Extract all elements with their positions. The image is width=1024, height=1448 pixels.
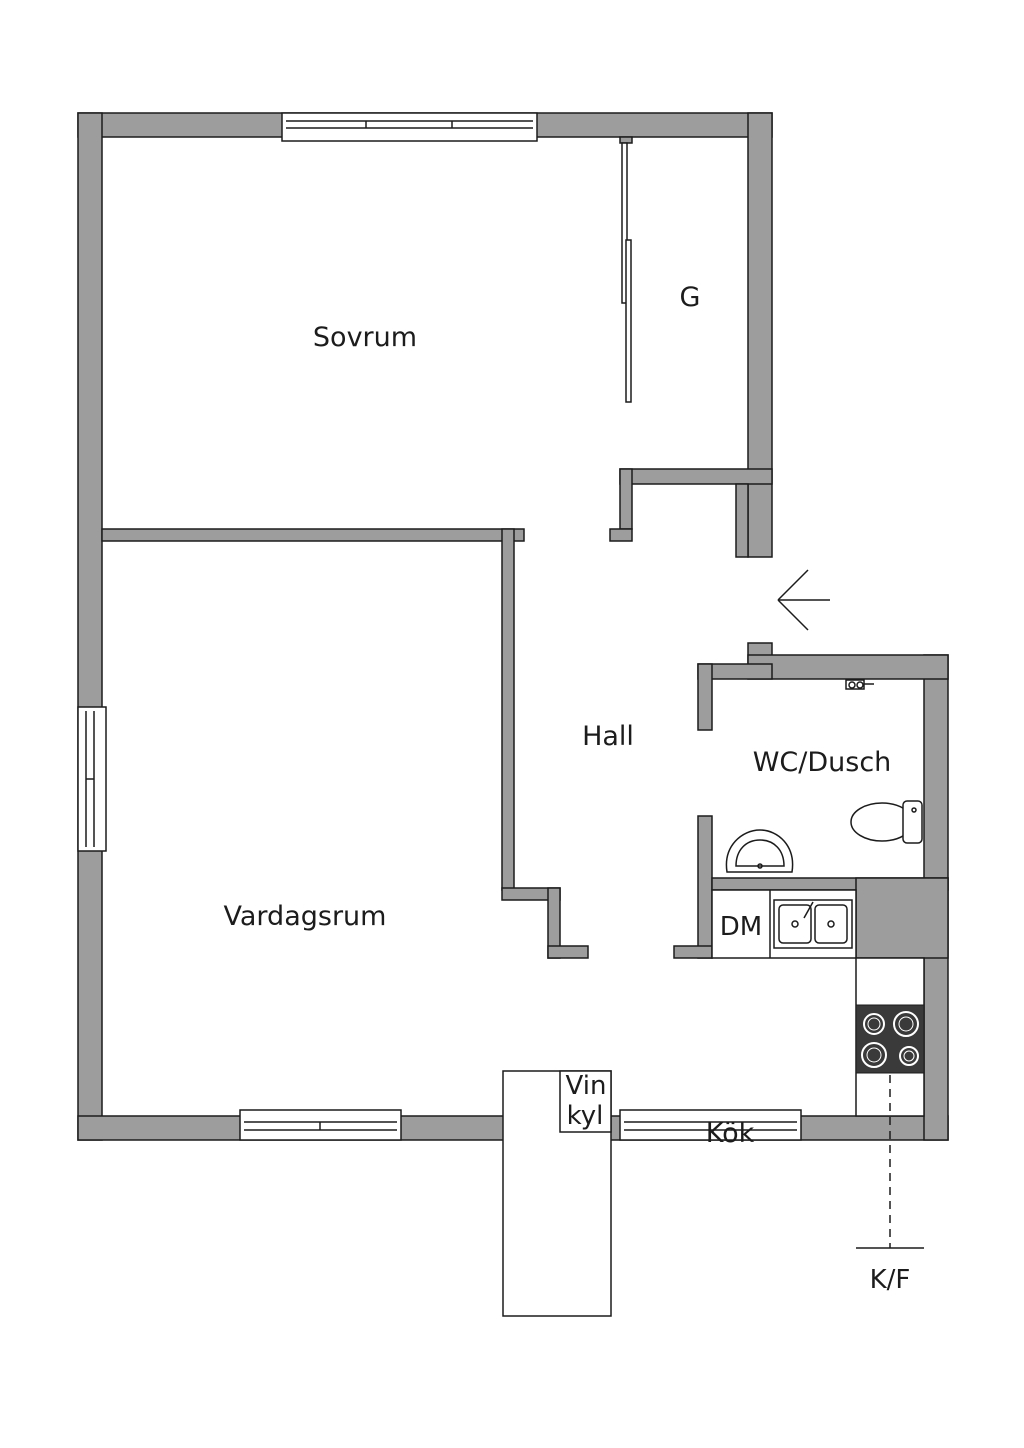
stove-icon <box>855 1004 925 1074</box>
window-kitchen-bottom <box>619 1109 802 1141</box>
wall-wc-left-upper <box>697 663 713 731</box>
window-living-bottom <box>239 1109 402 1141</box>
fixture-label-kf: K/F <box>870 1265 911 1295</box>
room-label-wc-dusch: WC/Dusch <box>753 747 892 778</box>
wardrobe-sliding-doors <box>621 142 632 403</box>
toilet-icon <box>850 800 923 844</box>
fixture-label-vin: Vin <box>566 1071 607 1101</box>
entrance-arrow-icon <box>777 569 830 631</box>
room-label-vardagsrum: Vardagsrum <box>224 901 387 932</box>
wall-right-upper <box>747 112 773 558</box>
window-bedroom-top <box>281 112 538 142</box>
room-label-kok: Kök <box>706 1118 755 1149</box>
wall-wardrobe-gap-fill <box>619 136 633 144</box>
wall-kitchen-foot <box>673 945 713 959</box>
windows <box>77 112 802 1141</box>
wall-left <box>77 112 103 1141</box>
kitchen-island <box>502 1070 612 1317</box>
wall-sink-block <box>855 877 949 959</box>
wall-living-step-foot <box>547 945 589 959</box>
wall-bedroom-living <box>101 528 525 542</box>
wall-wardrobe-post <box>619 468 633 530</box>
double-sink-icon <box>773 899 853 949</box>
wall-wardrobe-bottom <box>619 468 773 485</box>
room-labels: Sovrum G Hall WC/Dusch Vardagsrum Kök <box>224 282 892 1149</box>
room-label-sovrum: Sovrum <box>313 322 417 353</box>
fixture-label-kyl: kyl <box>567 1101 604 1131</box>
wall-living-hall <box>501 528 515 891</box>
room-label-hall: Hall <box>582 721 634 752</box>
fixture-label-dm: DM <box>720 912 762 942</box>
wall-hall-stub-left <box>609 528 633 542</box>
washbasin-icon <box>725 829 794 873</box>
shower-icon <box>845 679 874 690</box>
walls <box>77 112 949 1141</box>
room-label-g: G <box>680 282 701 313</box>
window-living-left <box>77 706 107 852</box>
wall-wardrobe-right-post <box>735 483 749 558</box>
fixture-labels: DM Vin kyl K/F <box>566 912 911 1295</box>
wall-wc-left-lower <box>697 815 713 959</box>
wall-wc-top <box>747 654 949 680</box>
